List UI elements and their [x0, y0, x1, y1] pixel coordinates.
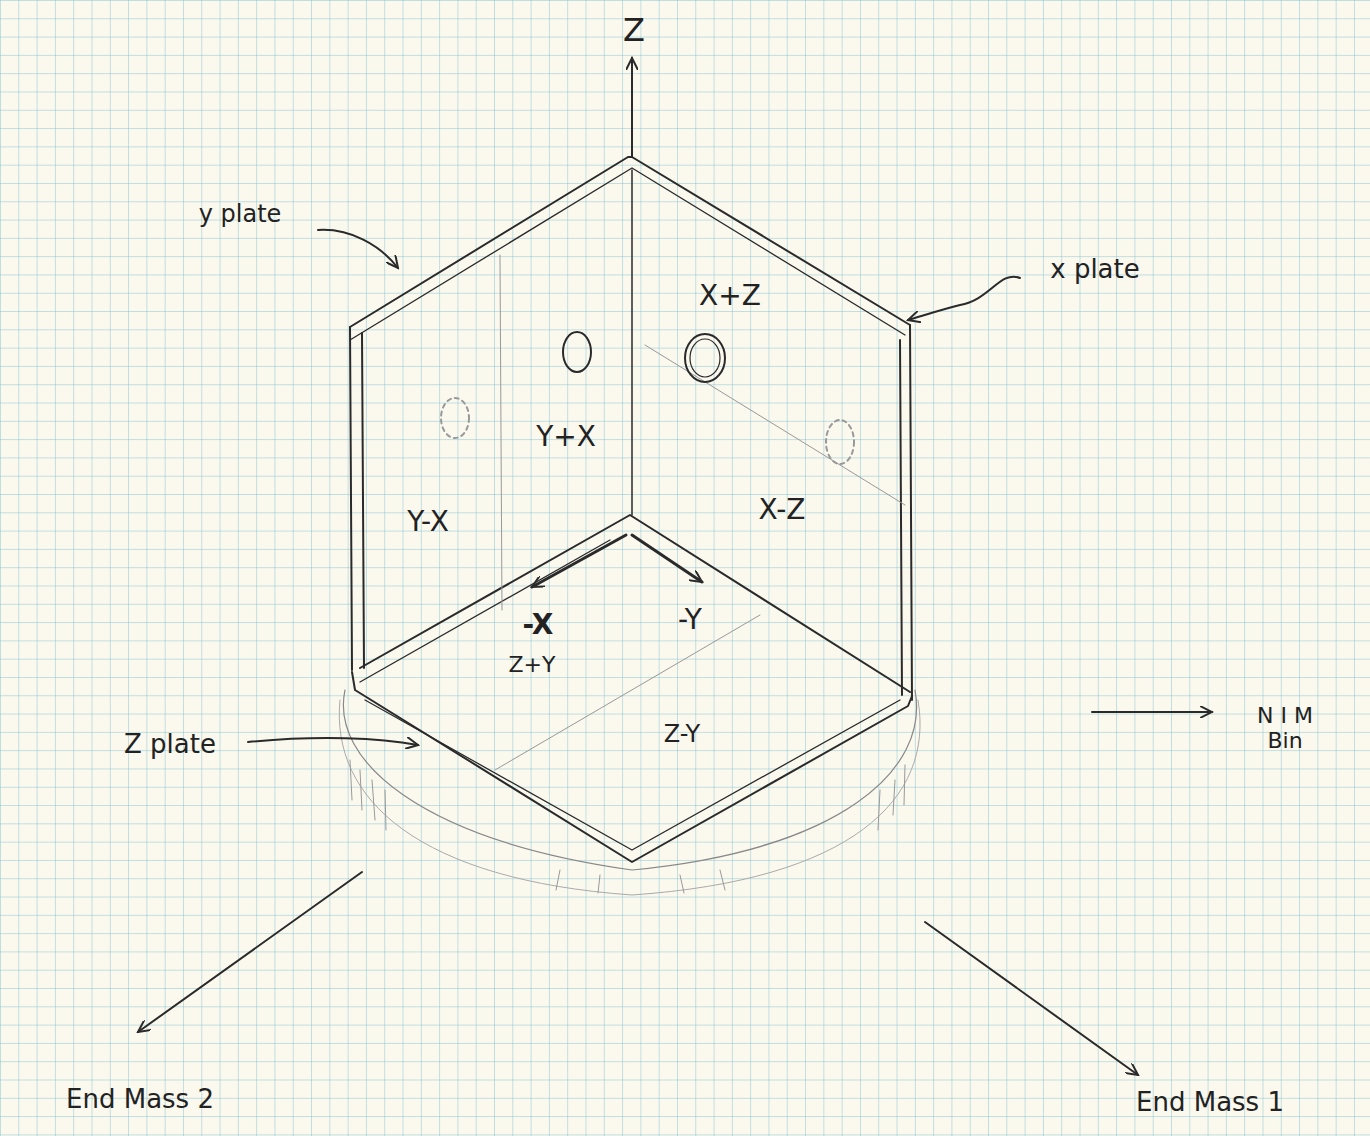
face-label: Y+X [536, 421, 596, 453]
face-divider [495, 255, 905, 770]
plate-edge [360, 515, 910, 692]
direction-arrow [925, 922, 1138, 1075]
hole [563, 332, 591, 372]
axis-label: Z [623, 12, 645, 49]
plate-edge [350, 157, 910, 327]
leader-line [908, 277, 1020, 320]
part-name: y plate [199, 201, 282, 229]
leader-line [248, 738, 418, 745]
face-label: Y-X [407, 506, 449, 538]
hole [685, 334, 725, 382]
face-label: X+Z [699, 280, 761, 312]
base-outline [343, 690, 916, 870]
plate-edge [360, 540, 610, 682]
plate-edge [365, 700, 900, 850]
plate-edge [900, 325, 912, 700]
hidden-hole [826, 420, 854, 464]
direction-arrow [138, 872, 362, 1032]
axis-arrow [631, 58, 633, 157]
base-hatching [350, 760, 905, 893]
plate-edge [350, 168, 905, 340]
plate-edge [631, 170, 633, 515]
axis-arrow [532, 535, 626, 587]
part-name: Z plate [124, 730, 216, 760]
axis-label: -X [523, 609, 554, 641]
hole [690, 339, 720, 377]
part-name: End Mass 2 [66, 1085, 214, 1115]
part-name: End Mass 1 [1136, 1088, 1284, 1118]
leader-line [318, 230, 398, 268]
plate-edge [352, 672, 912, 862]
axis-arrow [632, 535, 702, 582]
face-label: Z+Y [509, 652, 556, 677]
hidden-hole [441, 398, 469, 438]
leader-line [1092, 711, 1212, 713]
plate-edge [350, 327, 364, 670]
base-outline [339, 700, 920, 895]
face-label: X-Z [758, 494, 805, 526]
part-name: N I M Bin [1238, 703, 1333, 754]
face-label: Z-Y [664, 721, 701, 749]
axis-label: -Y [678, 604, 702, 636]
part-name: x plate [1050, 255, 1140, 285]
